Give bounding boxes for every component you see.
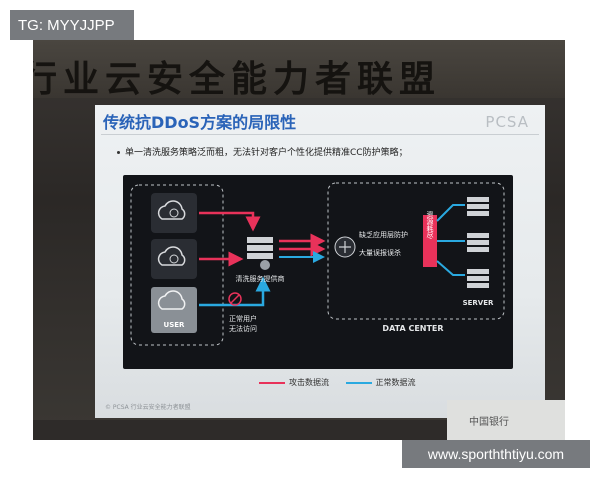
diagram-svg: USER 清洗服务提供商 正常用户 [130, 182, 505, 346]
slide-footer: © PCSA 行业云安全能力者联盟 [105, 404, 191, 411]
corner-logo-text: 中国银行 [469, 417, 509, 428]
title-divider [101, 134, 539, 135]
user-label: USER [164, 321, 186, 329]
lacks-app-protection-label: 缺乏应用层防护 [359, 230, 408, 239]
corner-logo: 中国银行 [447, 400, 565, 440]
server-icon [467, 197, 489, 216]
attack-flow-arrow [199, 211, 261, 232]
server-label: SERVER [463, 299, 494, 307]
blocked-icon [228, 292, 242, 306]
attack-legend-label: 攻击数据流 [289, 378, 329, 387]
data-center-label: DATA CENTER [382, 324, 443, 333]
attacker-cloud-icon [151, 193, 197, 233]
attack-legend-swatch [259, 381, 285, 384]
diagram-panel: USER 清洗服务提供商 正常用户 [123, 175, 513, 369]
client-group-box [130, 184, 224, 346]
bullet-text: 单一清洗服务策略泛而粗，无法针对客户个性化提供精准CC防护策略； [125, 148, 408, 158]
normal-user-label: 正常用户 [229, 314, 257, 323]
false-positive-label: 大量误报误杀 [359, 248, 401, 257]
bullet-point: 单一清洗服务策略泛而粗，无法针对客户个性化提供精准CC防护策略； [117, 145, 408, 158]
slide-title: 传统抗DDoS方案的局限性 [103, 113, 297, 132]
user-cloud-icon: USER [151, 287, 197, 333]
attacker-cloud-icon [151, 239, 197, 279]
legend: 攻击数据流 正常数据流 [255, 377, 416, 388]
server-icon [467, 233, 489, 252]
no-access-label: 无法访问 [229, 324, 257, 333]
normal-legend-swatch [345, 381, 372, 384]
banner-text: 行业云安全能力者联盟 [33, 59, 442, 100]
projected-slide: 传统抗DDoS方案的局限性 PCSA 单一清洗服务策略泛而粗，无法针对客户个性化… [95, 105, 545, 418]
bullet-dot-icon [117, 151, 120, 154]
resource-exhausted-label: 资源耗尽 [426, 210, 434, 240]
resource-exhausted-block [423, 215, 437, 267]
clean-provider-label: 清洗服务提供商 [236, 274, 285, 283]
banner: 行业云安全能力者联盟 [33, 40, 565, 100]
photo: 行业云安全能力者联盟 传统抗DDoS方案的局限性 PCSA 单一清洗服务策略泛而… [33, 40, 565, 440]
site-watermark: www.sporththtiyu.com [402, 440, 590, 468]
normal-legend-label: 正常数据流 [375, 378, 416, 387]
normal-flow-arrow [199, 276, 271, 307]
brand-logo: PCSA [485, 113, 529, 131]
server-icon [467, 269, 489, 288]
data-center-box [327, 182, 505, 320]
tg-tag: TG: MYYJJPP [10, 10, 134, 40]
router-icon [334, 236, 356, 258]
lower-area [33, 420, 565, 440]
clean-provider-icon [247, 237, 273, 270]
